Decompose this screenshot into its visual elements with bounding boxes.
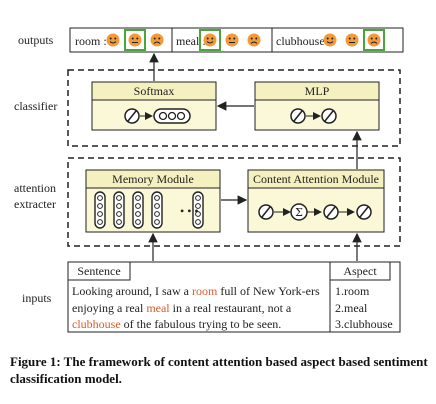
row-label-attention-1: attention [14,181,56,195]
content-attention-module: Content Attention Module Σ [247,169,385,233]
row-label-classifier: classifier [14,99,57,113]
memory-title: Memory Module [112,172,194,186]
output-label-room: room : [75,34,107,48]
memory-vector-icon [151,191,163,229]
neutral-face-icon [345,33,359,47]
mlp-title: MLP [305,84,330,98]
input-sentence: Looking around, I saw a room full of New… [72,283,330,333]
classifier-frame [67,69,401,147]
ellipsis: • • • [180,204,199,218]
memory-vectors [94,191,204,229]
aspect-list: 1.room 2.meal 3.clubhouse [335,283,399,333]
memory-vector-icon [94,191,106,229]
positive-face-icon [323,33,337,47]
aspect-term: clubhouse [72,317,121,331]
memory-vector-icon [192,191,204,229]
memory-module: Memory Module • • • [85,169,221,233]
sentence-header: Sentence [77,264,120,278]
mlp-module: MLP [254,81,380,131]
aspect-header: Aspect [343,264,377,278]
row-label-outputs: outputs [18,33,54,47]
neutral-face-icon [124,29,146,51]
neutral-face-icon [225,33,239,47]
selection-box [124,29,146,51]
softmax-title: Softmax [134,84,175,98]
sentence-text: of the fabulous trying to be seen. [120,317,282,331]
aspect-term: room [191,284,218,298]
row-label-inputs: inputs [22,291,52,305]
memory-vector-icon [132,191,144,229]
selection-box [363,29,385,51]
aspect-item: 3.clubhouse [335,317,393,331]
memory-vector-icon [113,191,125,229]
attention-frame [67,157,401,247]
row-label-attention-2: extracter [14,197,56,211]
sentence-text: Looking around, I saw a [72,284,192,298]
content-attention-title: Content Attention Module [253,172,379,186]
aspect-item: 1.room [335,284,370,298]
aspect-term: meal [146,300,170,315]
negative-face-icon [150,33,164,47]
svg-text:Σ: Σ [295,206,303,219]
sentiment-faces [106,29,385,51]
positive-face-icon [106,33,120,47]
figure-caption: Figure 1: The framework of content atten… [10,354,428,386]
outputs-bar: room : meal : clubhouse : [69,27,404,53]
aspect-item: 2.meal [335,300,368,315]
output-label-clubhouse: clubhouse : [276,34,331,48]
positive-face-icon [199,29,221,51]
sentence-text: in a real restaurant, not a [169,300,292,315]
selection-box [199,29,221,51]
negative-face-icon [363,29,385,51]
softmax-module: Softmax [91,81,217,131]
output-label-meal: meal : [176,34,206,48]
sentence-text: full of New York-ers enjoying a real [72,284,320,315]
negative-face-icon [247,33,261,47]
